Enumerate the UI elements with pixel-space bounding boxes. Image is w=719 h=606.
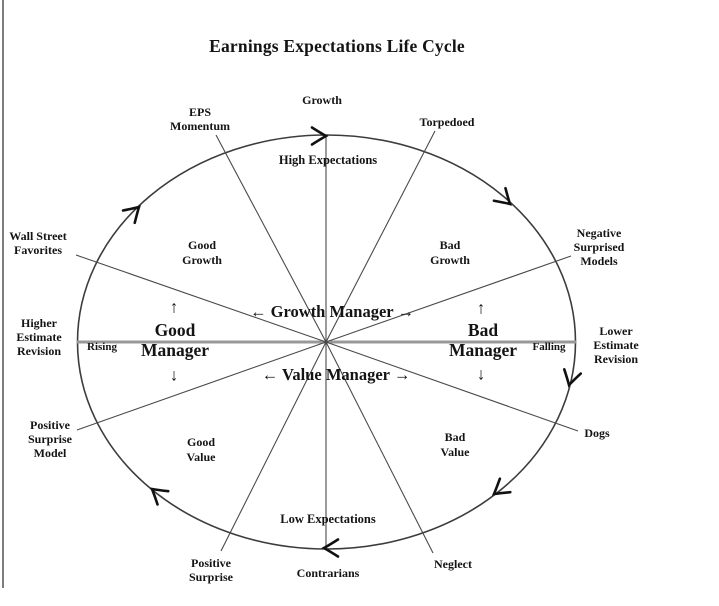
arrowhead-lower-left — [149, 487, 170, 506]
outer-label-torpedoed: Torpedoed — [419, 115, 475, 129]
label-value-manager: ← Value Manager → — [261, 365, 411, 384]
arrowhead-top — [310, 126, 329, 146]
outer-label-neglect: Neglect — [434, 557, 472, 571]
inner-label-bad-value: Bad Value — [440, 430, 470, 459]
spoke-positive-surprise-model — [76, 341, 327, 431]
spoke-eps-momentum — [215, 134, 327, 343]
outer-label-dogs: Dogs — [584, 426, 610, 440]
cycle-direction-arrows — [121, 126, 583, 558]
outer-label-growth: Growth — [302, 93, 342, 107]
label-bad-manager: Bad Manager — [448, 320, 518, 360]
bad-manager-up-arrow-icon: ↑ — [476, 298, 486, 318]
outer-label-eps-momentum: EPS Momentum — [170, 105, 230, 133]
label-growth-manager: ← Growth Manager → — [250, 302, 414, 321]
spoke-neglect — [325, 341, 434, 554]
spoke-positive-surprise — [220, 341, 327, 552]
outer-label-contrarians: Contrarians — [296, 566, 360, 580]
spoke-dogs — [325, 341, 579, 432]
inner-label-good-growth: Good Growth — [182, 238, 222, 267]
left-edge-divider — [2, 0, 4, 588]
axis-label-falling: Falling — [532, 341, 566, 353]
outer-label-higher-estimate-revision: Higher Estimate Revision — [16, 316, 62, 358]
spoke-wall-street-favorites — [75, 254, 327, 343]
spokes — [75, 130, 579, 554]
inner-label-bad-growth: Bad Growth — [430, 238, 470, 267]
spoke-negative-surprised-models — [325, 255, 572, 343]
outer-label-negative-surprised-models: Negative Surprised Models — [573, 226, 625, 268]
arrowhead-right — [562, 368, 583, 388]
outer-label-wall-street-favorites: Wall Street Favorites — [9, 229, 67, 257]
arrowhead-upper-right — [492, 186, 512, 206]
label-good-manager: Good Manager — [140, 320, 210, 360]
outer-label-positive-surprise-model: Positive Surprise Model — [27, 418, 73, 460]
good-manager-up-arrow-icon: ↑ — [169, 297, 179, 317]
inner-label-good-value: Good Value — [186, 435, 216, 464]
inner-label-low-expectations: Low Expectations — [280, 512, 376, 526]
outer-label-positive-surprise: Positive Surprise — [188, 556, 234, 584]
axis-label-rising: Rising — [87, 341, 117, 353]
bad-manager-down-arrow-icon: ↓ — [476, 364, 486, 384]
spoke-torpedoed — [325, 130, 436, 343]
outer-label-lower-estimate-revision: Lower Estimate Revision — [593, 324, 639, 366]
arrowhead-upper-left — [121, 205, 141, 225]
arrowhead-bottom — [321, 538, 340, 558]
inner-label-high-expectations: High Expectations — [278, 153, 378, 167]
diagram-title: Earnings Expectations Life Cycle — [209, 36, 465, 56]
good-manager-down-arrow-icon: ↓ — [169, 365, 179, 385]
arrowhead-lower-right — [491, 477, 512, 496]
